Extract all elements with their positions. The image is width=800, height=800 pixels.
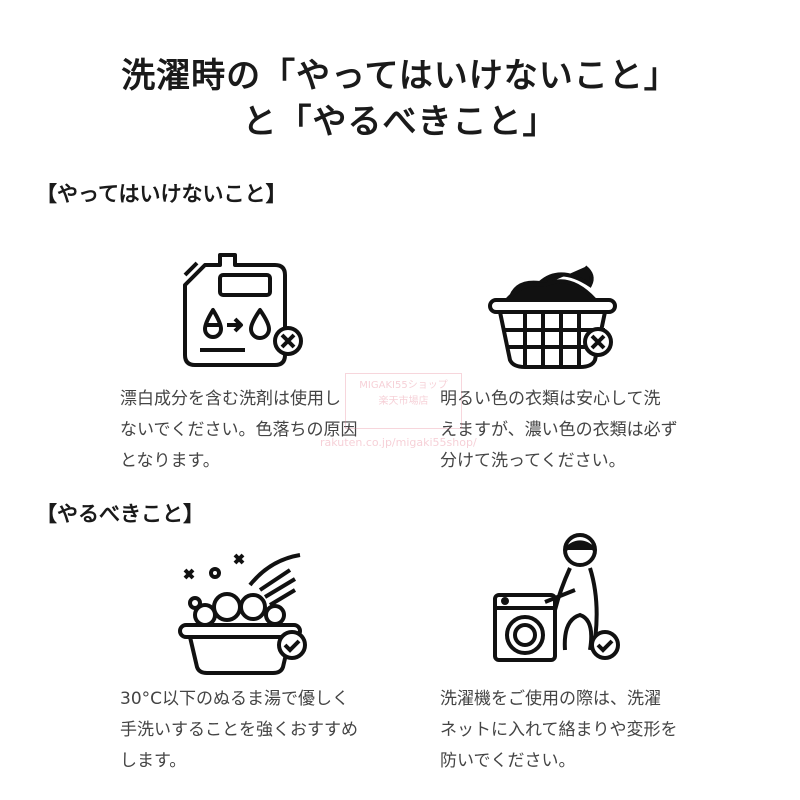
watermark-line-2: 楽天市場店 [378,396,429,407]
description-line: ネットに入れて絡まりや変形を [440,720,678,740]
description-line: えますが、濃い色の衣類は必ず [440,420,678,440]
description-line: ないでください。色落ちの原因 [120,420,358,440]
bleach-container-prohibited-icon [183,253,303,367]
description-line: 漂白成分を含む洗剤は使用し [120,389,341,409]
watermark: MIGAKI55ショップ 楽天市場店 [345,373,462,429]
description-line: 明るい色の衣類は安心して洗 [440,389,661,409]
watermark-line-1: MIGAKI55ショップ [359,380,448,391]
watermark-url: rakuten.co.jp/migaki55shop/ [320,436,477,449]
hand-wash-ok-icon [178,553,307,675]
description-line: 手洗いすることを強くおすすめ [120,720,358,740]
description-line: 洗濯機をご使用の際は、洗濯 [440,689,661,709]
description-line: します。 [120,751,187,771]
section-heading-do: 【やるべきこと】 [36,502,204,526]
description-line: となります。 [120,451,220,471]
laundry-basket-prohibited-icon [488,265,617,369]
washing-machine-ok-icon [493,533,620,662]
do-description-2: 洗濯機をご使用の際は、洗濯 ネットに入れて絡まりや変形を 防いでください。 [440,684,700,777]
description-line: 分けて洗ってください。 [440,451,626,471]
dont-description-2: 明るい色の衣類は安心して洗 えますが、濃い色の衣類は必ず 分けて洗ってください。 [440,384,700,477]
section-heading-dont: 【やってはいけないこと】 [36,182,287,206]
do-description-1: 30°C以下のぬるま湯で優しく 手洗いすることを強くおすすめ します。 [120,684,380,777]
description-line: 30°C以下のぬるま湯で優しく [120,689,350,709]
page-title-line-1: 洗濯時の「やってはいけないこと」 [121,56,679,96]
dont-description-1: 漂白成分を含む洗剤は使用し ないでください。色落ちの原因 となります。 [120,384,380,477]
description-line: 防いでください。 [440,751,576,771]
page-title-line-2: と「やるべきこと」 [242,102,558,142]
